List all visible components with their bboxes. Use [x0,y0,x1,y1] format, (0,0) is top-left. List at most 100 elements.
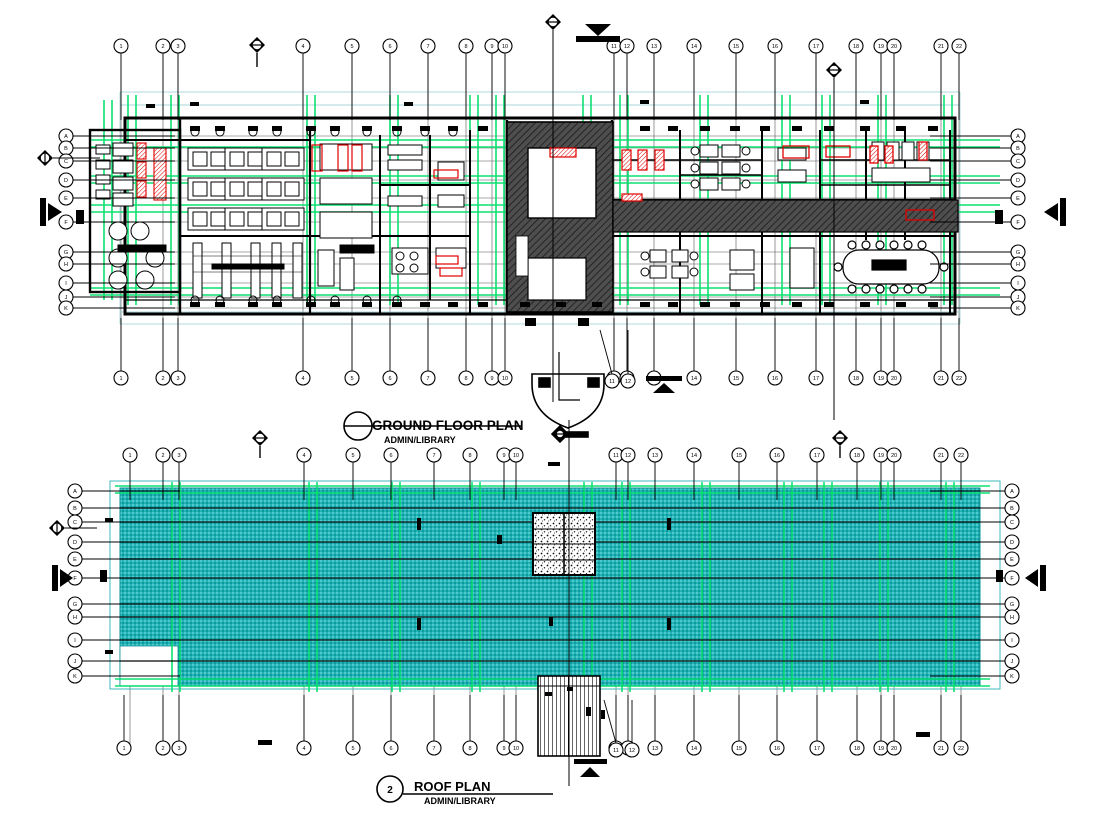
grid-bubble-bottom-4: 4 [295,318,311,386]
roof-grid-bubble-top-8: 8 [462,447,478,500]
grid-bubble-bottom-10: 10 [497,318,513,386]
grid-bubble-bottom-17: 17 [808,318,824,386]
grid-bubble-right-K: K [930,300,1026,316]
grid-bubble-bottom-2: 2 [155,318,171,386]
svg-text:6: 6 [388,376,391,382]
svg-text:3: 3 [176,44,179,50]
roof-grid-bubble-top-5: 5 [345,447,361,500]
grid-bubble-bottom-21: 21 [933,318,949,386]
dimension-ticks [76,100,1003,326]
svg-text:H: H [64,262,68,268]
roof-grid-bubble-right-A: A [930,483,1020,499]
svg-text:10: 10 [513,746,519,752]
grid-bubble-bottom-15: 15 [728,318,744,386]
roof-grid-bubble-top-13: 13 [647,447,663,500]
mid-left-red-fixtures [311,144,463,277]
roof-grid-bubble-right-C: C [930,514,1020,530]
grid-bubble-top-18: 18 [848,38,864,120]
roof-grid-bubble-left-B: B [67,500,180,516]
grid-bubble-top-8: 8 [458,38,474,120]
svg-text:9: 9 [502,453,505,459]
svg-text:22: 22 [958,453,964,459]
grid-bubble-right-E: E [930,190,1026,206]
roof-grid-bubble-top-1: 1 [122,447,138,500]
ground-floor-plan-title-block: GROUND FLOOR PLAN ADMIN/LIBRARY [343,411,524,445]
svg-text:D: D [1016,178,1020,184]
grid-bubble-top-21: 21 [933,38,949,120]
svg-text:D: D [64,178,68,184]
svg-text:16: 16 [774,746,780,752]
grid-bubble-bottom-22: 22 [951,318,967,386]
svg-text:D: D [73,540,77,546]
grid-bubble-top-7: 7 [420,38,436,120]
elevation-marker-top [576,24,620,42]
roof-grid-bubble-right-J: J [930,653,1020,669]
svg-text:5: 5 [351,746,354,752]
svg-text:21: 21 [938,376,944,382]
svg-text:12: 12 [624,44,630,50]
svg-text:9: 9 [490,44,493,50]
roof-drain-marks [100,518,1003,719]
svg-text:18: 18 [854,453,860,459]
roof-grid-bubble-top-6: 6 [383,447,399,500]
core-red-fixture [549,147,665,202]
roof-grid-bubble-right-H: H [930,609,1020,625]
svg-text:17: 17 [814,453,820,459]
roof-section-arrow-left [52,565,73,591]
grid-bubble-top-3: 3 [170,38,186,120]
svg-text:3: 3 [176,376,179,382]
grid-bubble-bottom-14: 14 [686,318,702,386]
svg-text:H: H [73,615,77,621]
roof-section-arrow-right [1025,565,1046,591]
grid-bubble-left-D: D [58,172,175,188]
grid-bubble-top-10: 10 [497,38,513,120]
svg-text:14: 14 [691,453,697,459]
svg-text:7: 7 [426,44,429,50]
svg-text:13: 13 [652,453,658,459]
svg-text:7: 7 [426,376,429,382]
svg-text:14: 14 [691,376,697,382]
roof-grid-bubble-top-9: 9 [496,447,512,500]
svg-text:15: 15 [736,453,742,459]
svg-text:3: 3 [177,746,180,752]
svg-text:21: 21 [938,44,944,50]
svg-text:18: 18 [853,44,859,50]
roof-grid-bubble-left-C: C [67,514,180,530]
grid-bubble-left-H: H [58,256,175,272]
left-office-red-fixtures [136,142,167,201]
roof-grid-bubble-bottom-4: 4 [296,695,312,756]
svg-text:4: 4 [301,376,304,382]
svg-text:I: I [74,638,76,644]
roof-grid-bubble-top-12: 12 [620,447,636,500]
grid-bubble-bottom-7: 7 [420,318,436,386]
svg-text:A: A [1016,134,1020,140]
roof-bubble-11: 11 [613,748,619,754]
svg-text:H: H [1010,615,1014,621]
roof-grid-bubble-bottom-10: 10 [508,695,524,756]
ground-section-markers [37,14,1066,444]
roof-plan-title-block: 2 ROOF PLAN ADMIN/LIBRARY [376,775,553,806]
roof-grid-bubble-top-21: 21 [933,447,949,500]
roof-misc-ticks [258,462,930,745]
svg-text:A: A [64,134,68,140]
svg-text:20: 20 [891,746,897,752]
svg-text:9: 9 [490,376,493,382]
grid-bubble-bottom-18: 18 [848,318,864,386]
svg-text:8: 8 [464,376,467,382]
roof-grid-bubble-top-14: 14 [686,447,702,500]
entry-section-bubbles: 11 12 [599,329,636,389]
svg-text:G: G [73,602,77,608]
grid-bubble-bottom-8: 8 [458,318,474,386]
roof-grid-bubble-bottom-14: 14 [686,695,702,756]
svg-text:17: 17 [813,376,819,382]
roof-grid-bubble-right-G: G [930,596,1020,612]
svg-text:G: G [64,250,68,256]
svg-text:15: 15 [736,746,742,752]
svg-text:16: 16 [772,376,778,382]
grid-bubble-top-6: 6 [382,38,398,120]
roof-grid-bubble-bottom-15: 15 [731,695,747,756]
